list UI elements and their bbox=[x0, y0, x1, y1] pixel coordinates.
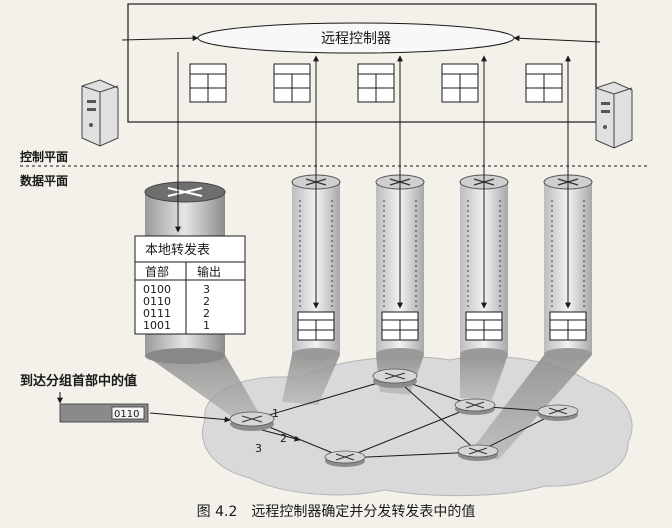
controller-link-left bbox=[121, 35, 199, 42]
server-icon bbox=[595, 81, 633, 149]
table-cell: 0110 bbox=[143, 295, 171, 308]
table-cell: 1001 bbox=[143, 319, 171, 332]
port-label-1: 1 bbox=[272, 407, 279, 420]
packet-to-router-arrow bbox=[149, 412, 231, 423]
controller-table-3 bbox=[441, 63, 479, 103]
router-icon bbox=[229, 411, 275, 431]
port-label-2: 2 bbox=[280, 432, 287, 445]
local-router-bottom bbox=[145, 348, 225, 364]
router-icon bbox=[537, 404, 579, 421]
port-label-3: 3 bbox=[255, 442, 262, 455]
table-cell: 2 bbox=[203, 307, 210, 320]
controller-table-local bbox=[189, 63, 227, 103]
packet-flow-arrow bbox=[261, 429, 301, 442]
figure-caption: 图 4.2 远程控制器确定并分发转发表中的值 bbox=[197, 504, 476, 520]
table-cell: 3 bbox=[203, 283, 210, 296]
router-table-dashes bbox=[299, 200, 585, 310]
data-plane-label: 数据平面 bbox=[20, 173, 68, 188]
controller-panel bbox=[127, 3, 597, 123]
local-table-header-header: 首部 bbox=[145, 264, 169, 279]
controller-link-right bbox=[513, 35, 601, 43]
control-links bbox=[313, 55, 571, 309]
control-plane-label: 控制平面 bbox=[20, 149, 68, 164]
router-icon bbox=[372, 368, 418, 388]
controller-table-2 bbox=[357, 63, 395, 103]
remote-router bbox=[543, 174, 593, 360]
table-cell: 0100 bbox=[143, 283, 171, 296]
table-cell: 0111 bbox=[143, 307, 171, 320]
packet-caption: 到达分组首部中的值 bbox=[20, 373, 137, 389]
beam-1 bbox=[282, 355, 340, 405]
router-icon bbox=[457, 444, 499, 461]
packet: 0110 bbox=[59, 403, 149, 423]
router-cross-icon bbox=[167, 187, 203, 197]
table-cell: 2 bbox=[203, 295, 210, 308]
local-table-title: 本地转发表 bbox=[145, 242, 210, 258]
beam-local bbox=[145, 355, 262, 428]
beam-4 bbox=[470, 355, 592, 460]
controller-table-4 bbox=[525, 63, 563, 103]
beam-3 bbox=[460, 355, 508, 400]
local-table-header-output: 输出 bbox=[197, 264, 221, 279]
table-cell: 1 bbox=[203, 319, 210, 332]
server-icon bbox=[81, 79, 119, 147]
router-icon bbox=[324, 450, 366, 467]
controller-label: 远程控制器 bbox=[321, 31, 391, 47]
packet-header-value: 0110 bbox=[114, 409, 139, 420]
router-icon bbox=[454, 398, 496, 415]
controller-table-1 bbox=[273, 63, 311, 103]
local-forwarding-table: 本地转发表 首部 输出 0100 3 0110 2 0111 2 1001 1 bbox=[134, 235, 246, 335]
